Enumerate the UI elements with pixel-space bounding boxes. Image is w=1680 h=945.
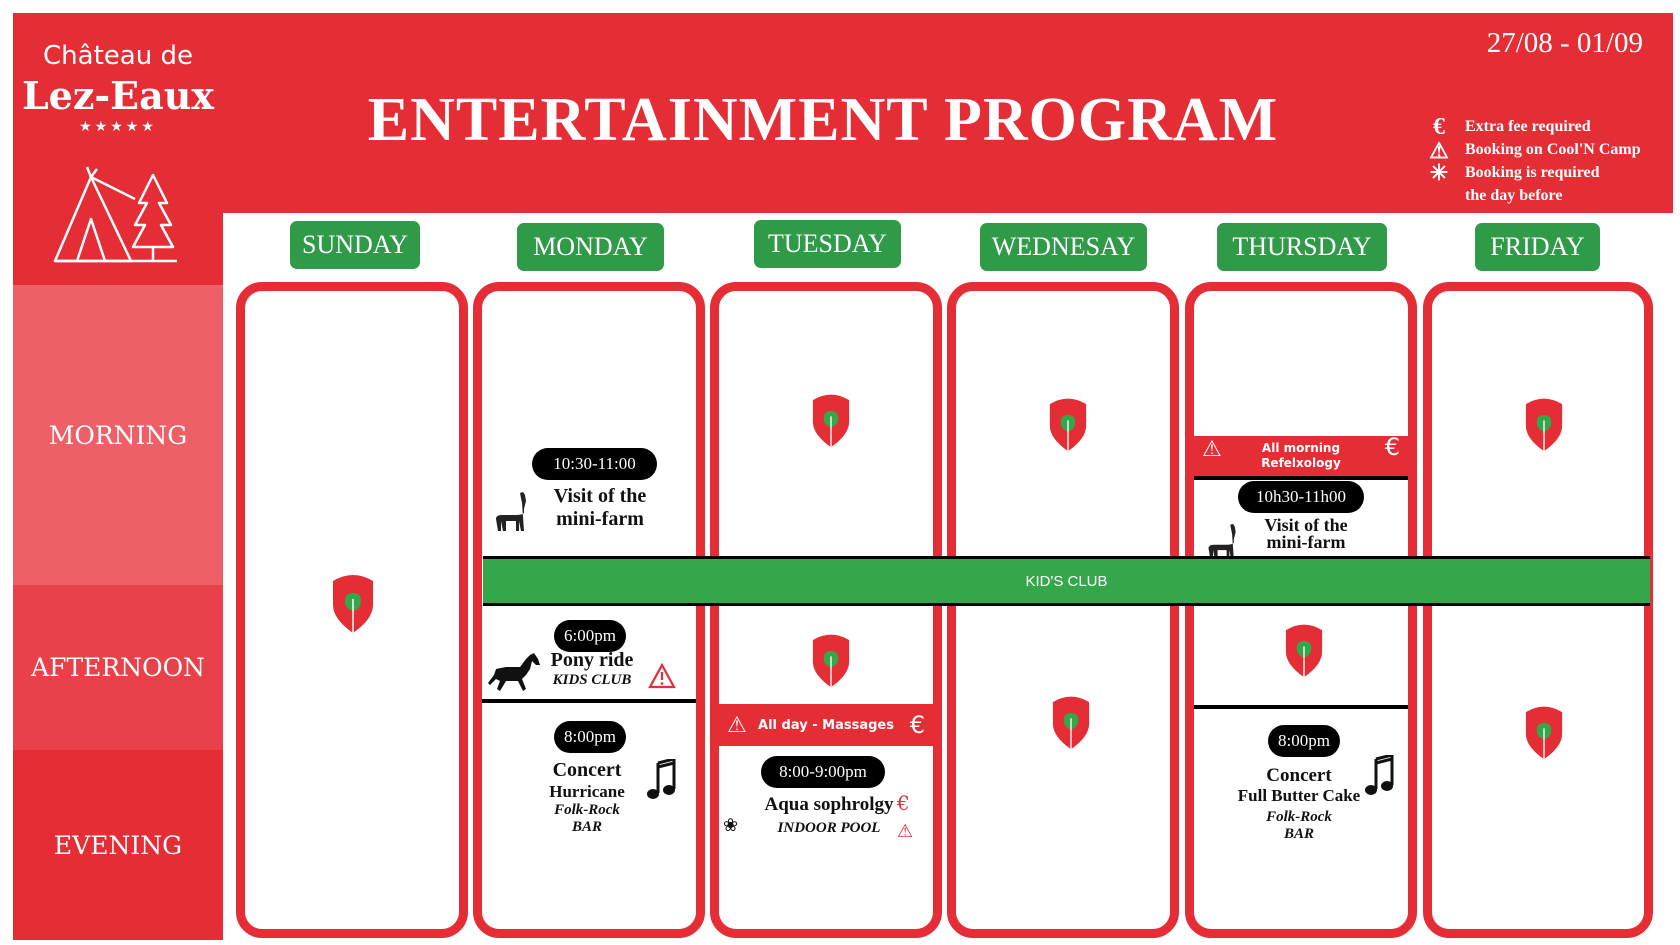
period-evening: EVENING	[13, 750, 223, 940]
time-pill: 8:00-9:00pm	[761, 756, 885, 788]
shield-logo-icon	[812, 394, 850, 448]
event-title-line-2: mini-farm	[556, 508, 644, 530]
warning-icon: ⚠	[727, 712, 747, 738]
music-note-icon	[647, 759, 676, 799]
header-banner: ENTERTAINMENT PROGRAM 27/08 - 01/09 € ⚠ …	[223, 13, 1673, 213]
event-subtitle: KIDS CLUB	[552, 672, 632, 688]
divider	[482, 699, 696, 703]
event-title-line-1: Visit of the	[1264, 515, 1348, 535]
shield-logo-icon	[812, 634, 850, 688]
event-title-line-2: mini-farm	[1266, 532, 1346, 552]
euro-icon: €	[897, 791, 910, 815]
legend-icons: € ⚠ ✳	[1423, 115, 1455, 184]
sidebar: Château de Lez-Eaux ★★★★★ MORNING AFTERN…	[13, 13, 223, 940]
event-title-line-1: Visit of the	[553, 485, 647, 507]
event-mini-farm-thursday: Visit of the mini-farm	[1246, 515, 1366, 552]
euro-icon: €	[1433, 114, 1445, 140]
time-pill: 10h30-11h00	[1238, 481, 1364, 513]
day-label-tuesday: TUESDAY	[754, 220, 901, 268]
event-title: Aqua sophrolgy	[764, 794, 894, 815]
band-label: All day - Massages	[758, 717, 894, 733]
event-genre: Folk-Rock	[554, 802, 620, 818]
shield-logo-icon	[1525, 706, 1563, 760]
day-label-monday: MONDAY	[517, 223, 664, 271]
day-column-friday	[1423, 282, 1653, 938]
time-pill: 6:00pm	[554, 620, 626, 652]
event-title: Concert	[552, 759, 622, 781]
tent-logo-icon	[53, 166, 177, 263]
day-label-friday: FRIDAY	[1475, 223, 1600, 271]
day-label-sunday: SUNDAY	[290, 221, 420, 269]
time-pill: 10:30-11:00	[532, 448, 657, 480]
time-pill: 8:00pm	[1268, 725, 1340, 757]
euro-icon: €	[1384, 433, 1400, 461]
band-reflexology: ⚠ All morning Refelxology €	[1194, 433, 1408, 476]
event-place: BAR	[1283, 826, 1314, 842]
event-concert-monday: Concert Hurricane Folk-Rock BAR	[512, 759, 662, 836]
legend: € ⚠ ✳ Extra fee required Booking on Cool…	[1423, 115, 1641, 207]
alpaca-icon	[1208, 523, 1236, 560]
event-artist: Full Butter Cake	[1237, 786, 1361, 805]
event-aqua-sophrology: Aqua sophrolgy INDOOR POOL	[749, 793, 909, 837]
lotus-icon: ❀	[723, 815, 739, 836]
divider	[1194, 705, 1408, 709]
day-label-thursday: THURSDAY	[1217, 223, 1387, 271]
shield-logo-icon	[1525, 398, 1563, 452]
event-title: Concert	[1266, 765, 1332, 786]
event-place: INDOOR POOL	[777, 820, 881, 836]
alpaca-icon	[496, 492, 526, 531]
brand-name-top: Château de	[43, 41, 193, 71]
day-column-sunday	[236, 282, 468, 938]
event-place: BAR	[571, 819, 602, 835]
kids-club-bar: KID'S CLUB	[483, 556, 1650, 606]
warning-icon: ⚠	[897, 821, 914, 842]
legend-line-2: Booking on Cool'N Camp	[1465, 141, 1641, 158]
event-pony-ride: Pony ride KIDS CLUB	[532, 649, 652, 689]
time-pill: 8:00pm	[554, 721, 626, 753]
warning-icon: ⚠	[1429, 138, 1449, 163]
event-mini-farm-monday: Visit of the mini-farm	[530, 485, 670, 531]
divider	[1194, 476, 1408, 480]
event-genre: Folk-Rock	[1266, 809, 1332, 825]
event-artist: Hurricane	[549, 782, 625, 801]
music-note-icon	[1365, 755, 1394, 795]
warning-icon	[648, 663, 676, 689]
shield-logo-icon	[1285, 624, 1323, 678]
day-column-wednesday	[947, 282, 1179, 938]
day-column-tuesday: ⚠ All day - Massages € 8:00-9:00pm Aqua …	[710, 282, 942, 938]
day-column-monday: 10:30-11:00 Visit of the mini-farm 6:00p…	[473, 282, 705, 938]
page-title: ENTERTAINMENT PROGRAM	[367, 86, 1279, 154]
period-afternoon: AFTERNOON	[13, 585, 223, 750]
date-range: 27/08 - 01/09	[1486, 27, 1643, 59]
brand-block: Château de Lez-Eaux ★★★★★	[13, 13, 223, 283]
legend-line-3: Booking is required	[1465, 164, 1600, 181]
legend-line-1: Extra fee required	[1465, 118, 1591, 135]
band-label-2: Refelxology	[1261, 456, 1341, 470]
euro-icon: €	[909, 711, 925, 739]
event-concert-thursday: Concert Full Butter Cake Folk-Rock BAR	[1214, 765, 1384, 843]
period-morning: MORNING	[13, 285, 223, 585]
asterisk-icon: ✳	[1429, 160, 1449, 185]
shield-logo-icon	[1049, 398, 1087, 452]
shield-logo-icon	[1052, 696, 1090, 750]
day-label-wednesday: WEDNESAY	[980, 223, 1147, 271]
event-title: Pony ride	[550, 649, 634, 671]
legend-line-4: the day before	[1465, 187, 1563, 204]
brand-name-main: Lez-Eaux	[21, 73, 215, 118]
band-label-1: All morning	[1261, 441, 1341, 455]
brand-stars: ★★★★★	[79, 119, 157, 135]
band-massages: ⚠ All day - Massages €	[719, 704, 933, 746]
day-column-thursday: ⚠ All morning Refelxology € 10h30-11h00 …	[1185, 282, 1417, 938]
horse-icon	[488, 653, 540, 691]
shield-logo-icon	[333, 575, 373, 633]
warning-icon: ⚠	[1202, 437, 1222, 462]
